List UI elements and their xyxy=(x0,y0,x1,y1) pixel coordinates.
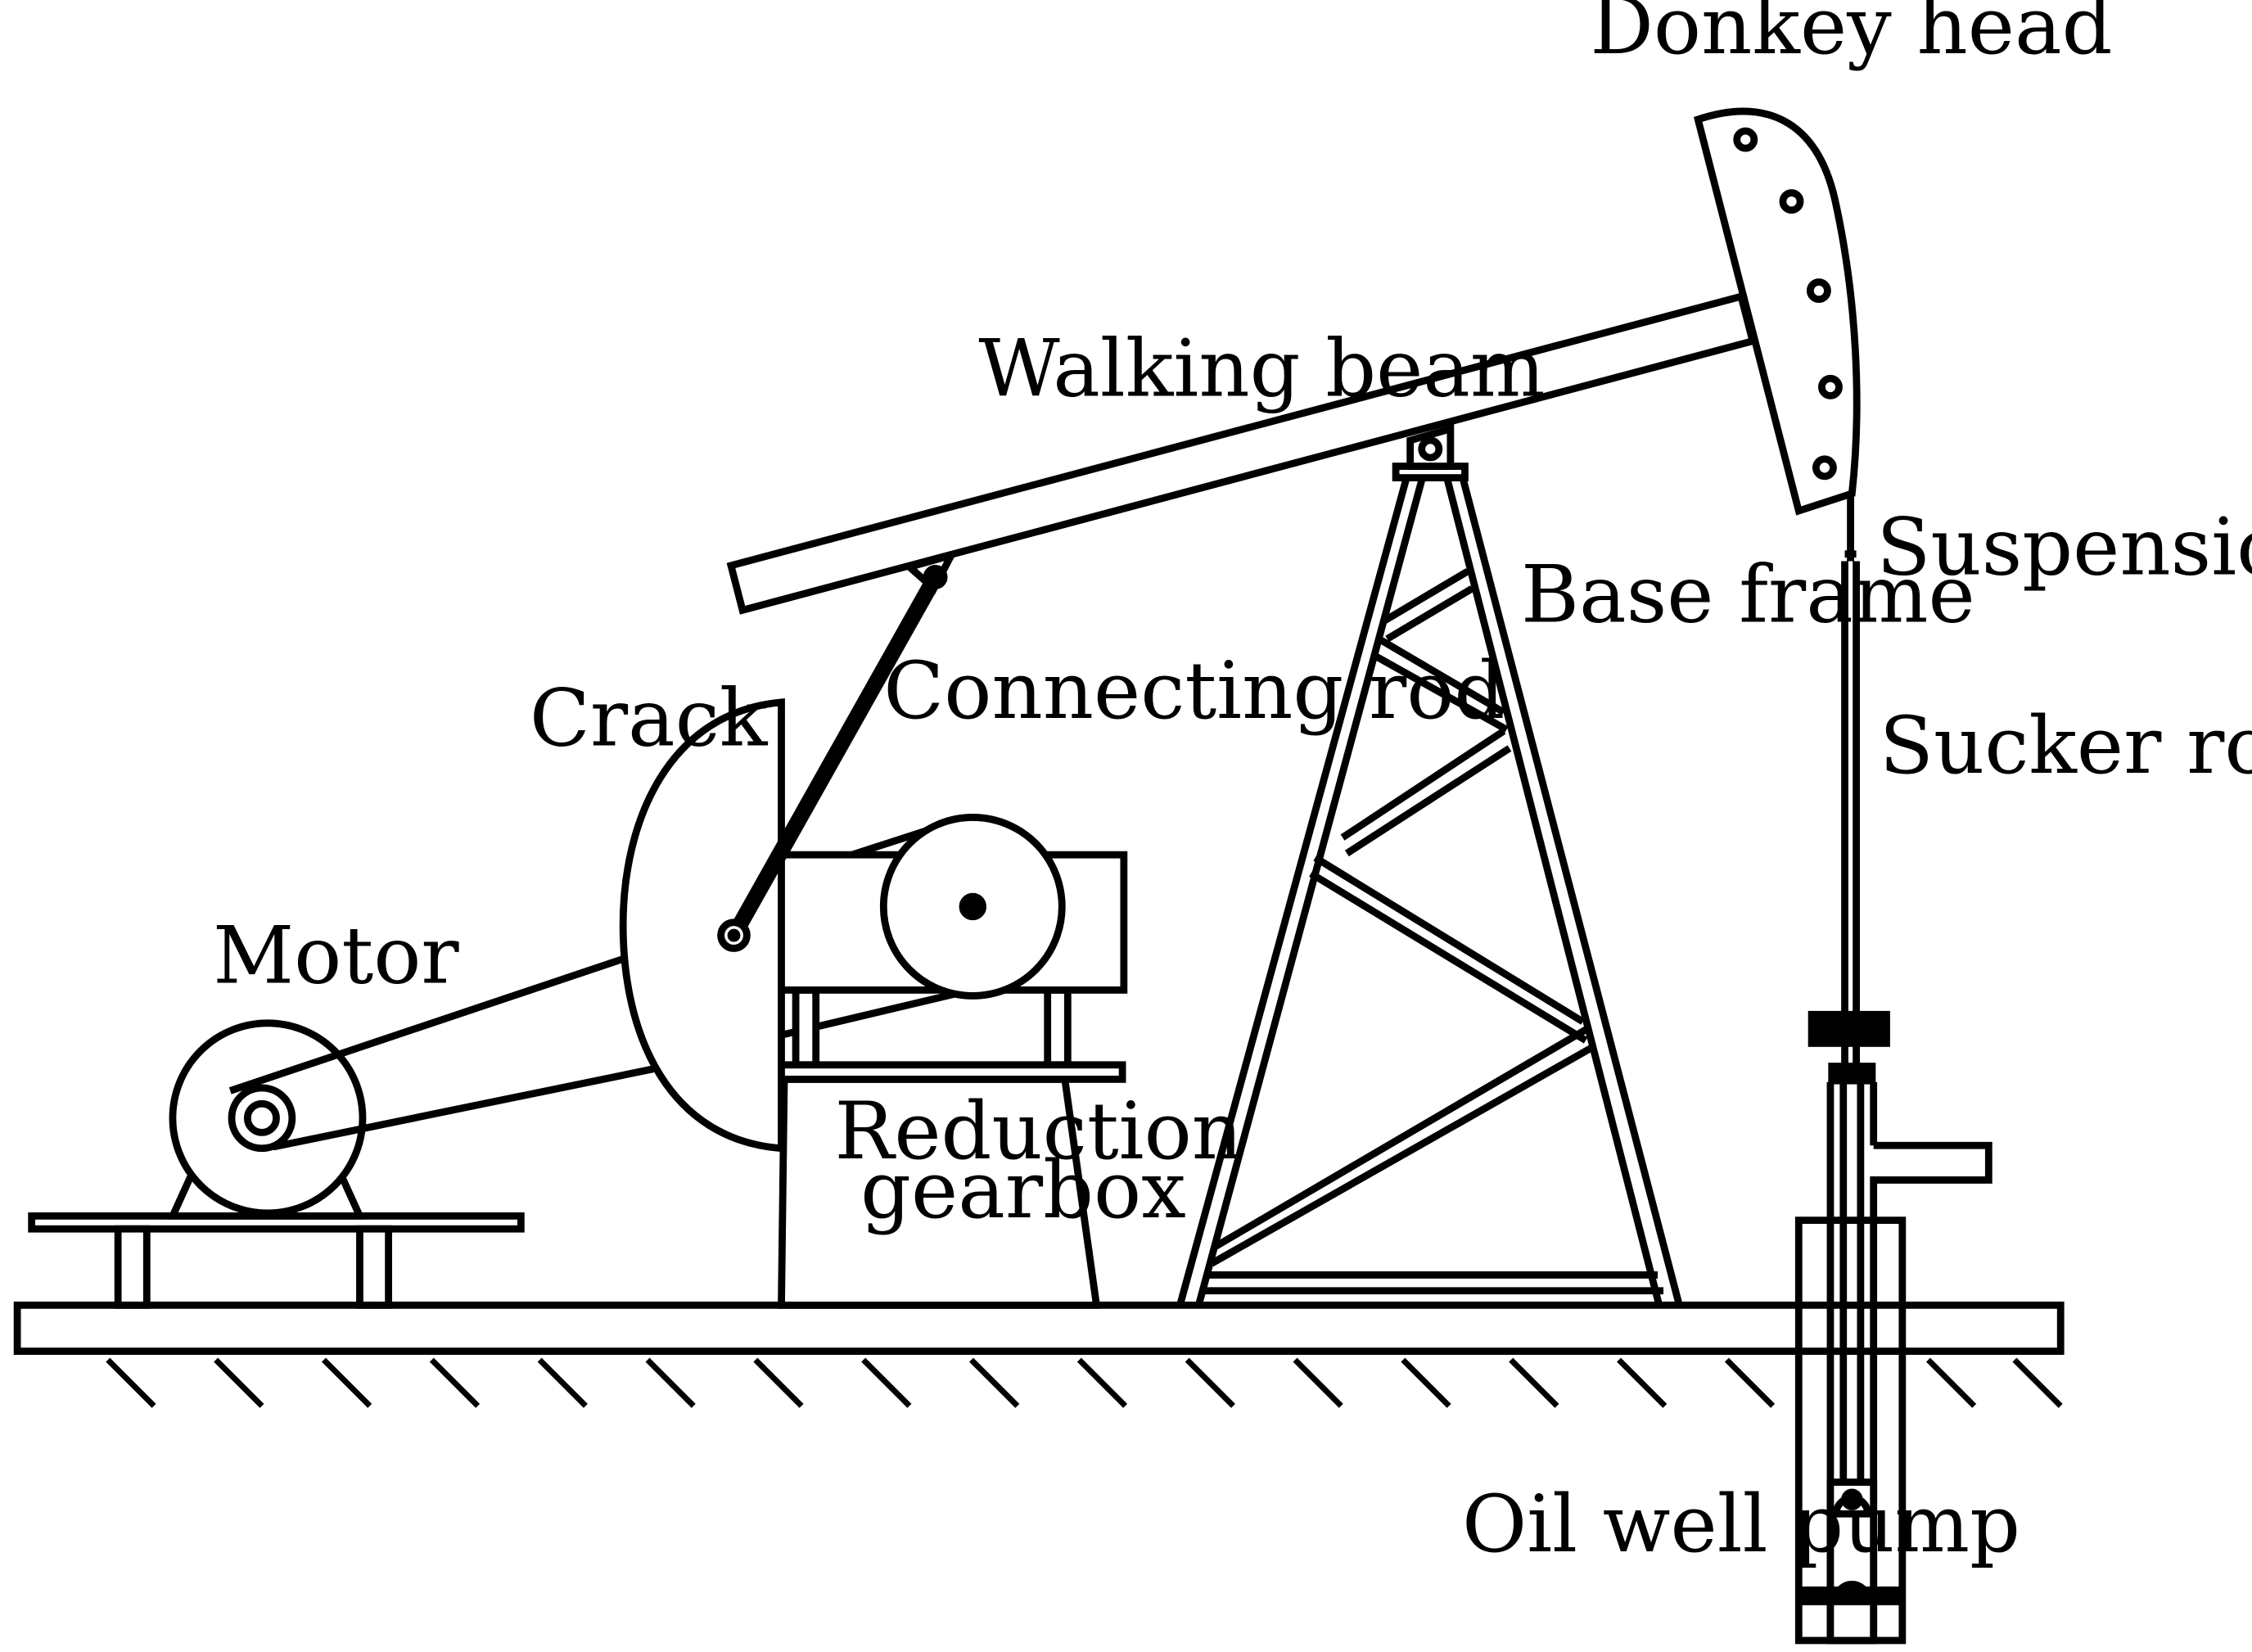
donkey-head xyxy=(1693,107,1861,516)
label-oil-well-pump: Oil well pump xyxy=(1462,1478,2020,1570)
ground-hatching xyxy=(106,1357,2063,1408)
label-sucker-rod: Sucker rod xyxy=(1880,699,2252,792)
base-frame xyxy=(1176,473,1683,1307)
label-base-frame: Base frame xyxy=(1521,548,1975,640)
label-connecting-rod: Connecting rod xyxy=(883,644,1505,737)
motor-platform-leg-right xyxy=(356,1225,393,1309)
gearbox-support-left xyxy=(792,986,820,1069)
label-motor: Motor xyxy=(213,910,459,1002)
label-reduction: Reduction xyxy=(835,1085,1243,1177)
label-walking-beam: Walking beam xyxy=(978,322,1545,414)
polished-rod-clamp xyxy=(1807,1010,1890,1085)
motor-platform-leg-left xyxy=(114,1225,151,1309)
gearbox-shaft xyxy=(959,892,986,921)
motor-pulley-hub xyxy=(243,1099,280,1136)
ground xyxy=(13,1301,2065,1408)
saddle-bearing xyxy=(1392,424,1469,482)
oil-well-pump xyxy=(1796,1478,1905,1645)
label-crank: Crack xyxy=(530,672,769,765)
gearbox-support-right xyxy=(1044,986,1072,1069)
label-suspension-point: Suspension point xyxy=(1876,500,2252,593)
crank xyxy=(619,698,785,1153)
gearbox-shelf xyxy=(773,1061,1126,1083)
connecting-rod xyxy=(725,569,944,944)
label-donkey-head: Donkey head xyxy=(1590,0,2112,72)
ground-slab xyxy=(13,1301,2065,1356)
donkey-head-body xyxy=(1693,107,1861,516)
label-gearbox: gearbox xyxy=(860,1144,1186,1236)
sucker-rod xyxy=(1841,496,1860,1013)
motor xyxy=(28,943,973,1309)
reduction-gearbox xyxy=(773,814,1128,1309)
crank-counterweight xyxy=(619,698,785,1153)
